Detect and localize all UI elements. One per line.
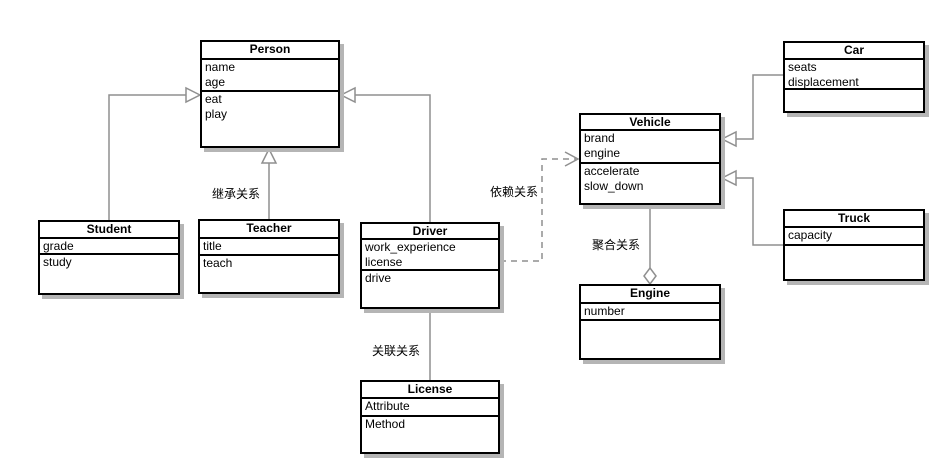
inheritance-triangle-vehicle-bottom-right bbox=[720, 169, 737, 187]
class-title: Student bbox=[40, 222, 178, 239]
member-row: capacity bbox=[788, 228, 833, 242]
dependency-open-arrow-vehicle bbox=[564, 151, 580, 167]
member-row: title bbox=[203, 239, 222, 253]
member-row: engine bbox=[584, 146, 621, 160]
inheritance-edge-car-vehicle bbox=[736, 74, 783, 140]
class-title: Driver bbox=[362, 224, 498, 240]
class-teacher: Teacher title teach bbox=[198, 219, 340, 294]
class-methods: drive bbox=[362, 271, 498, 307]
inheritance-triangle-person-bottom bbox=[260, 147, 278, 164]
class-title: Engine bbox=[581, 286, 719, 304]
class-attributes: grade bbox=[40, 239, 178, 255]
class-methods: study bbox=[40, 255, 178, 293]
label-dependency: 依赖关系 bbox=[490, 185, 539, 199]
member-row: displacement bbox=[788, 75, 859, 89]
member-row: drive bbox=[365, 271, 392, 285]
class-attributes: number bbox=[581, 304, 719, 321]
member-row: number bbox=[584, 304, 625, 318]
aggregation-diamond-engine bbox=[643, 266, 657, 286]
class-methods bbox=[785, 246, 923, 279]
inheritance-triangle-person-right bbox=[339, 86, 356, 104]
label-association: 关联关系 bbox=[372, 344, 421, 358]
class-methods bbox=[581, 321, 719, 358]
inheritance-edge-driver-person bbox=[355, 94, 431, 222]
member-row: age bbox=[205, 75, 226, 89]
member-row: grade bbox=[43, 239, 74, 253]
member-row: Attribute bbox=[365, 399, 410, 413]
member-row: Method bbox=[365, 417, 406, 431]
inheritance-edge-truck-vehicle bbox=[736, 177, 783, 246]
label-aggregation: 聚合关系 bbox=[592, 238, 641, 252]
member-row: work_experience bbox=[365, 240, 456, 254]
member-row: name bbox=[205, 60, 236, 74]
class-attributes: capacity bbox=[785, 228, 923, 246]
inheritance-triangle-person-left bbox=[185, 86, 202, 104]
inheritance-triangle-vehicle-top-right bbox=[720, 130, 737, 148]
class-truck: Truck capacity bbox=[783, 209, 925, 281]
member-row: slow_down bbox=[584, 179, 644, 193]
member-row: teach bbox=[203, 256, 233, 270]
class-title: License bbox=[362, 382, 498, 399]
class-title: Person bbox=[202, 42, 338, 60]
class-title: Vehicle bbox=[581, 115, 719, 131]
class-license: License Attribute Method bbox=[360, 380, 500, 454]
member-row: license bbox=[365, 255, 403, 269]
member-row: eat bbox=[205, 92, 222, 106]
class-methods: Method bbox=[362, 417, 498, 452]
dependency-edge-driver-vehicle bbox=[500, 158, 576, 262]
member-row: accelerate bbox=[584, 164, 640, 178]
inheritance-edge-student-person bbox=[108, 94, 186, 220]
member-row: study bbox=[43, 255, 72, 269]
class-student: Student grade study bbox=[38, 220, 180, 295]
class-title: Truck bbox=[785, 211, 923, 228]
member-row: play bbox=[205, 107, 228, 121]
class-title: Car bbox=[785, 43, 923, 60]
class-methods bbox=[785, 90, 923, 111]
class-attributes: Attribute bbox=[362, 399, 498, 417]
member-row: brand bbox=[584, 131, 615, 145]
member-row: seats bbox=[788, 60, 817, 74]
class-engine: Engine number bbox=[579, 284, 721, 360]
class-title: Teacher bbox=[200, 221, 338, 239]
class-methods: teach bbox=[200, 256, 338, 292]
label-inheritance: 继承关系 bbox=[212, 187, 261, 201]
class-attributes: title bbox=[200, 239, 338, 256]
